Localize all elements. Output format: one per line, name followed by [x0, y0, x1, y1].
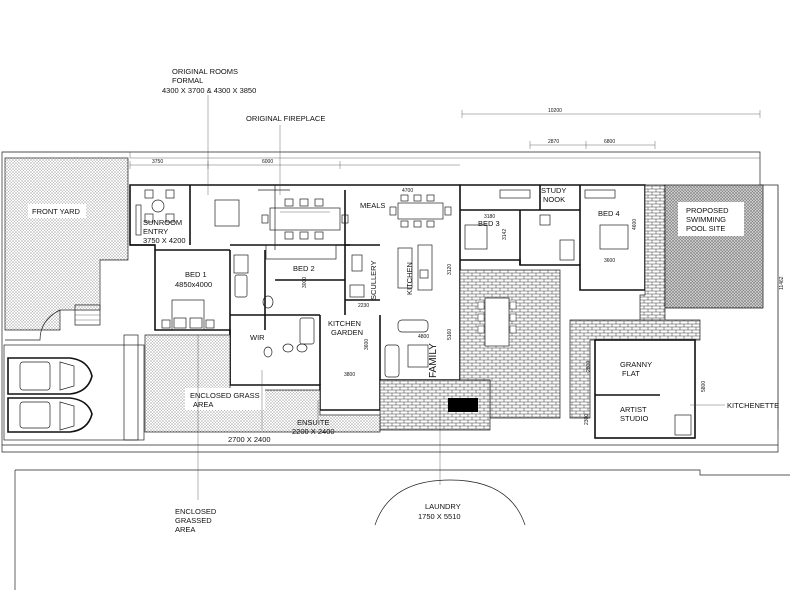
- dim-3800: 3800: [344, 372, 355, 378]
- label-bed4: BED 4: [598, 209, 620, 218]
- dim-3750: 3750: [152, 159, 163, 165]
- label-artist-2: STUDIO: [620, 414, 649, 423]
- label-grassed-1: ENCLOSED: [175, 507, 217, 516]
- enclosed-grass: [144, 334, 381, 433]
- car-icon: [7, 357, 93, 395]
- label-wir: WIR: [250, 333, 265, 342]
- label-family: FAMILY: [428, 343, 439, 378]
- dim-3600: 3600: [604, 258, 615, 264]
- label-grassed-2: GRASSED: [175, 516, 212, 525]
- label-kitchen-garden-1: KITCHEN: [328, 319, 361, 328]
- label-study-1: STUDY: [541, 186, 566, 195]
- label-laundry-2: 1750 X 5510: [418, 512, 461, 521]
- family-furniture: [384, 319, 429, 378]
- label-bed1-2: 4850x4000: [175, 280, 212, 289]
- label-front-yard: FRONT YARD: [32, 207, 81, 216]
- label-artist-1: ARTIST: [620, 405, 647, 414]
- label-pool-3: POOL SITE: [686, 224, 725, 233]
- label-laundry-1: LAUNDRY: [425, 502, 461, 511]
- dim-4700: 4700: [402, 188, 413, 194]
- label-sunroom-1: SUNROOM: [143, 218, 182, 227]
- label-original-rooms-1: ORIGINAL ROOMS: [172, 67, 238, 76]
- pool-site: [664, 184, 764, 309]
- dim-2800: 2800: [586, 361, 592, 372]
- dim-2230: 2230: [358, 303, 369, 309]
- label-original-fireplace: ORIGINAL FIREPLACE: [246, 114, 325, 123]
- label-pool-1: PROPOSED: [686, 206, 729, 215]
- dim-5160: 5160: [447, 329, 453, 340]
- label-ensuite-2: 2200 X 2400: [292, 427, 335, 436]
- label-sunroom-3: 3750 X 4200: [143, 236, 186, 245]
- label-study-2: NOOK: [543, 195, 565, 204]
- dim-3120: 3120: [447, 264, 453, 275]
- kitchen-fixtures: [349, 244, 433, 298]
- site-boundary: [1, 151, 790, 590]
- dim-6000: 6000: [262, 159, 273, 165]
- label-enclosed-grass-2: AREA: [193, 400, 213, 409]
- meals-table: [389, 194, 452, 228]
- label-pool-2: SWIMMING: [686, 215, 726, 224]
- carport: [3, 334, 145, 441]
- outdoor-table: [477, 297, 517, 347]
- label-bed1-1: BED 1: [185, 270, 207, 279]
- bed1-furniture: [161, 299, 215, 331]
- car-icon: [7, 397, 93, 433]
- label-scullery: SCULLERY: [369, 261, 378, 300]
- dining-table: [261, 198, 349, 260]
- label-bed3: BED 3: [478, 219, 500, 228]
- dim-3600b: 3600: [364, 339, 370, 350]
- dim-top-a: 2870: [548, 139, 559, 145]
- granny-flat: [594, 339, 696, 439]
- label-bed2: BED 2: [293, 264, 315, 273]
- dim-5800: 5800: [701, 381, 707, 392]
- dim-11462: 11462: [779, 276, 785, 290]
- label-kitchenette: KITCHENETTE: [727, 401, 779, 410]
- label-kitchen-garden-2: GARDEN: [331, 328, 363, 337]
- label-granny-2: FLAT: [622, 369, 640, 378]
- label-kitchen: KITCHEN: [405, 262, 414, 295]
- bathroom-fixtures: [233, 254, 315, 358]
- label-meals: MEALS: [360, 201, 385, 210]
- dim-4600: 4600: [632, 219, 638, 230]
- dim-top-overall: 10200: [548, 108, 562, 114]
- label-wir-dim: 2700 X 2400: [228, 435, 271, 444]
- leader-lines: [197, 95, 725, 526]
- label-grassed-3: AREA: [175, 525, 195, 534]
- dim-3142: 3142: [502, 229, 508, 240]
- dim-3000: 3000: [302, 277, 308, 288]
- label-original-rooms-2: FORMAL: [172, 76, 203, 85]
- sunroom-furniture: [135, 189, 240, 236]
- label-granny-1: GRANNY: [620, 360, 652, 369]
- dim-3180: 3180: [484, 214, 495, 220]
- label-enclosed-grass-1: ENCLOSED GRASS: [190, 391, 260, 400]
- label-original-rooms-3: 4300 X 3700 & 4300 X 3850: [162, 86, 256, 95]
- dim-4800: 4800: [418, 334, 429, 340]
- label-sunroom-2: ENTRY: [143, 227, 168, 236]
- front-yard: [4, 157, 129, 341]
- dim-top-b: 6800: [604, 139, 615, 145]
- label-ensuite-1: ENSUITE: [297, 418, 330, 427]
- dim-2300: 2300: [584, 414, 590, 425]
